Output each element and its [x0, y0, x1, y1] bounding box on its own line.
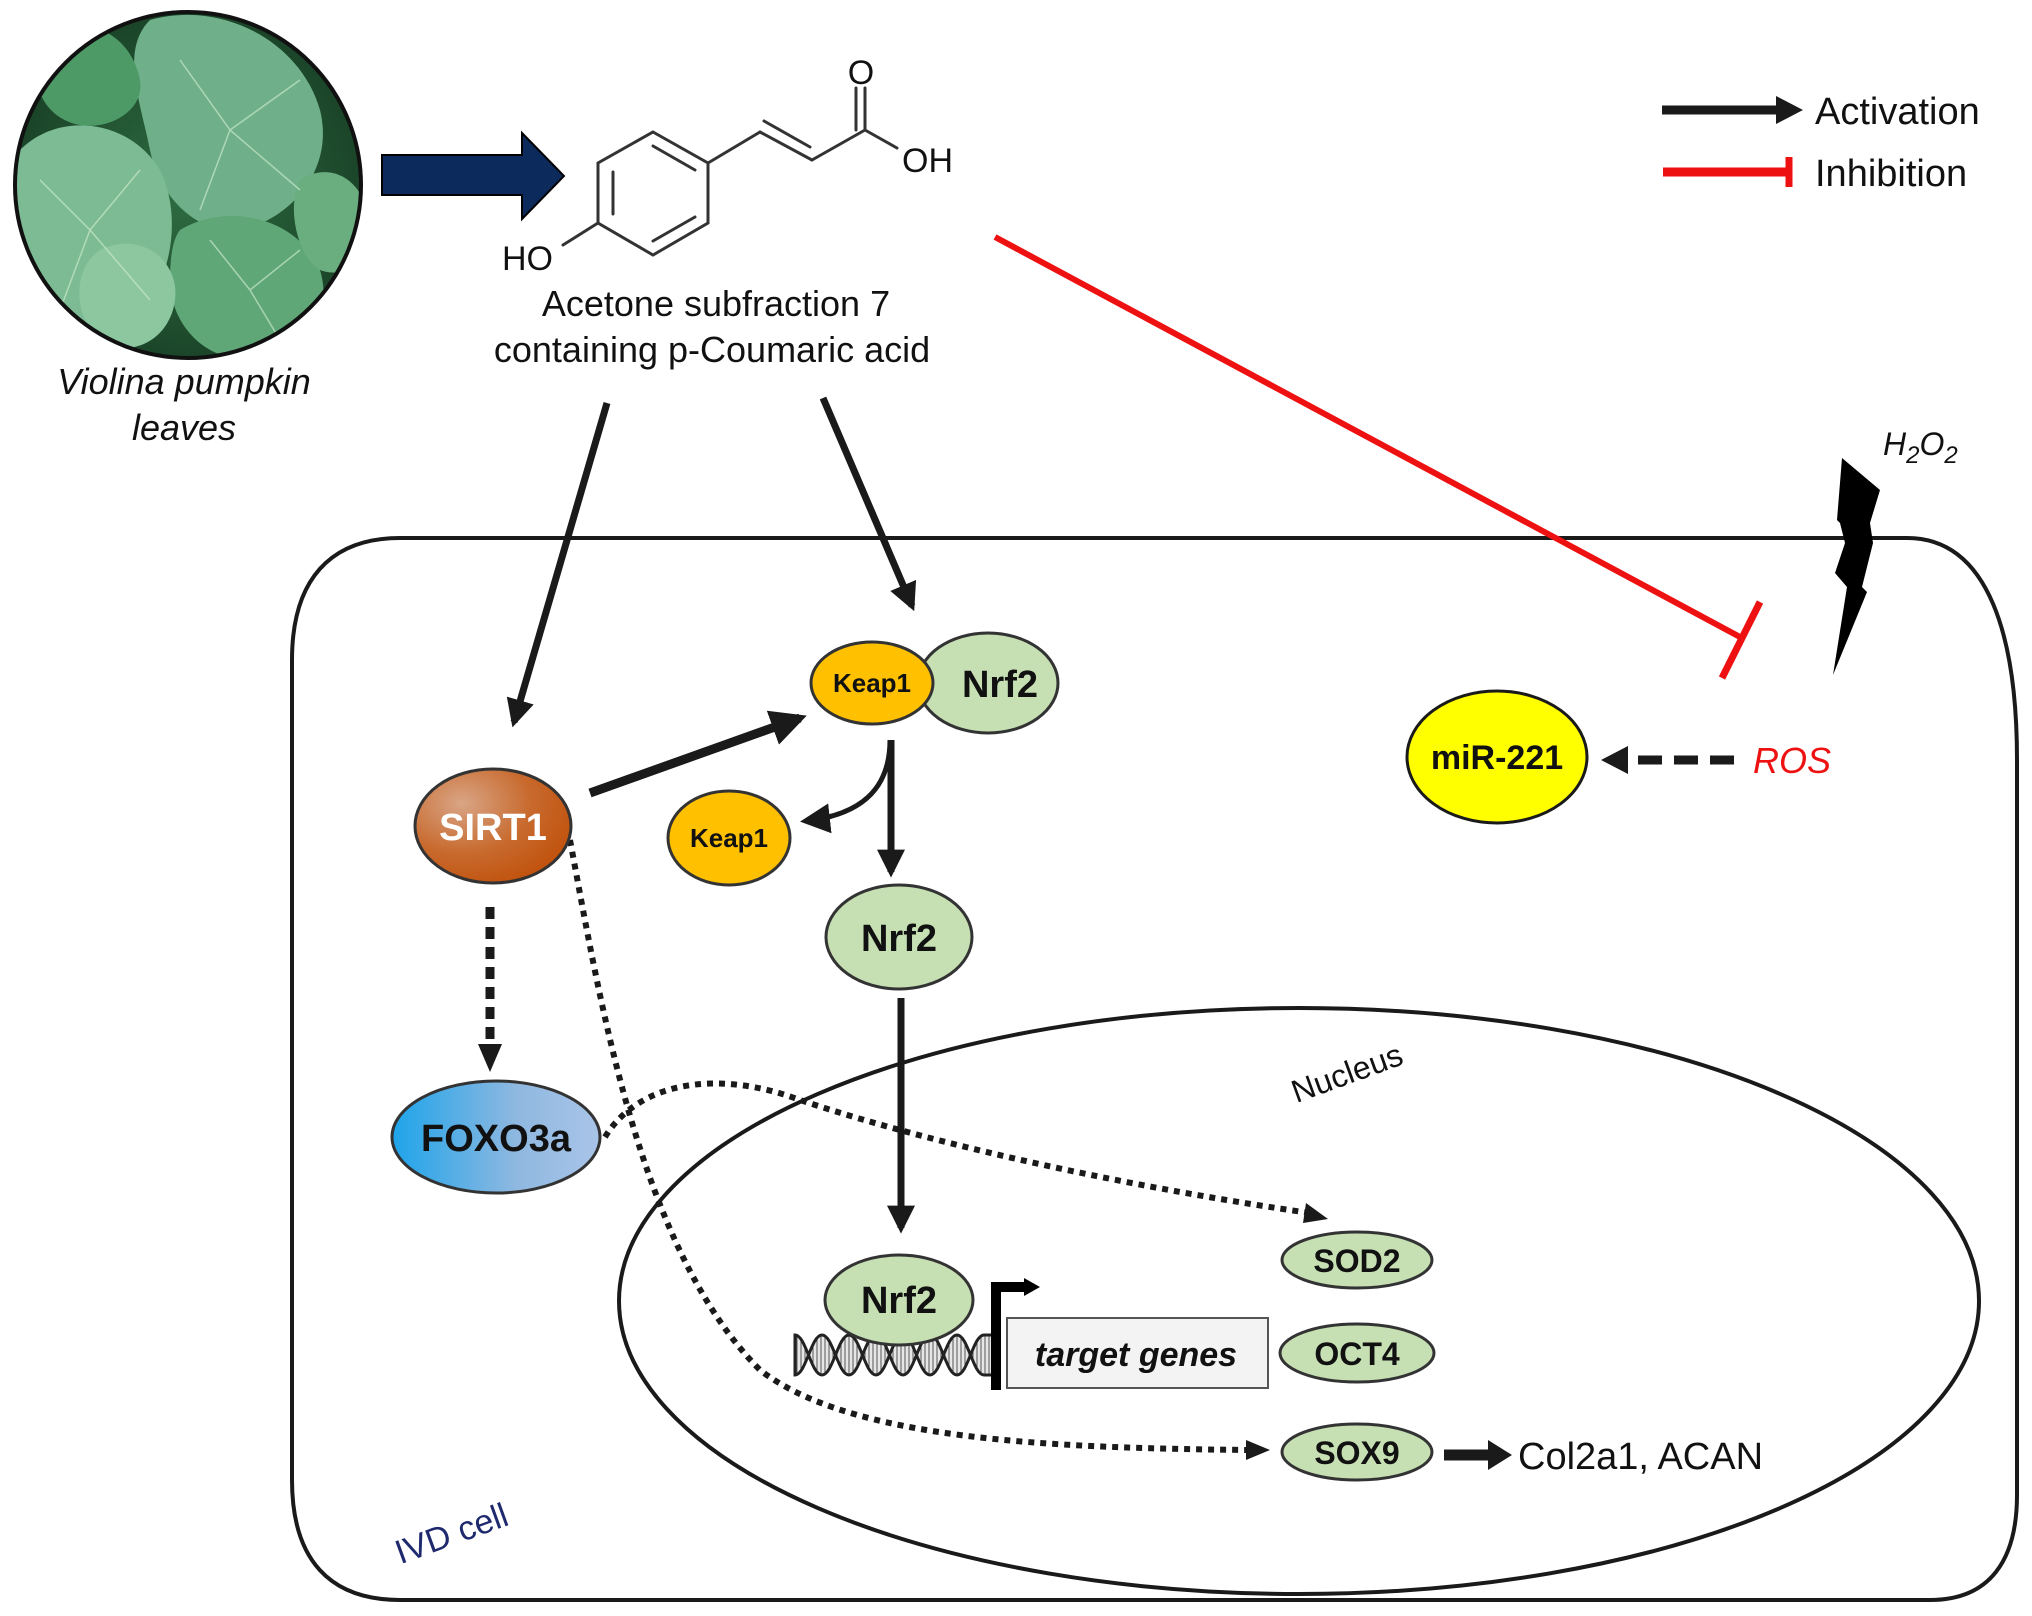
nucleus-membrane: [617, 1006, 1981, 1596]
sirt1-to-sox9-dotted-arrow: [567, 839, 1251, 1453]
sox9-targets-arrowhead-icon: [1488, 1440, 1512, 1470]
legend-activation-arrowhead-icon: [1776, 96, 1803, 124]
keap1-bound-label: Keap1: [833, 668, 911, 698]
h2o2-label: H2O2: [1883, 426, 1958, 469]
lightning-bolt-icon: [1833, 458, 1880, 675]
sod2-arrowhead-icon: [1303, 1203, 1328, 1223]
nucleus-label: Nucleus: [1287, 1036, 1408, 1109]
target-genes-label: target genes: [1035, 1336, 1237, 1374]
target-genes-box: [1006, 1317, 1269, 1389]
keap1-free-label: Keap1: [690, 823, 768, 853]
extraction-arrow-icon: [381, 130, 566, 222]
ros-arrowhead-icon: [1601, 746, 1628, 774]
sox9-arrowhead-icon: [1246, 1440, 1270, 1460]
keap1-bound-node: [809, 640, 935, 726]
downstream-genes-label: Col2a1, ACAN: [1518, 1436, 1763, 1478]
oct4-label: OCT4: [1314, 1336, 1400, 1372]
sirt1-node: [413, 767, 573, 885]
oct4-node: [1278, 1322, 1436, 1384]
atom-oh-label: OH: [902, 142, 953, 180]
ros-label: ROS: [1753, 740, 1831, 781]
nrf2-nucleus-label: Nrf2: [861, 1280, 937, 1322]
sod2-node: [1280, 1230, 1434, 1290]
sirt1-label: SIRT1: [439, 807, 547, 849]
sirt1-to-complex-arrow: [588, 710, 807, 798]
source-caption-line2: leaves: [132, 407, 236, 448]
compound-caption-line2: containing p-Coumaric acid: [494, 329, 930, 370]
legend-activation-label: Activation: [1815, 91, 1980, 133]
promoter-arrowhead-icon: [1024, 1278, 1040, 1296]
ivd-cell-label: IVD cell: [390, 1496, 513, 1572]
nrf2-bound-label: Nrf2: [962, 664, 1038, 706]
source-caption-line1: Violina pumpkin: [57, 361, 311, 402]
nrf2-cytoplasm-node: [824, 883, 974, 991]
pumpkin-leaves-photo: [13, 10, 363, 360]
mir221-node: [1405, 689, 1589, 825]
atom-o-label: O: [848, 54, 874, 92]
foxo3a-label: FOXO3a: [421, 1118, 572, 1160]
foxo3a-arrowhead-icon: [478, 1044, 502, 1072]
promoter-arrow-icon: [991, 1282, 1026, 1390]
atom-ho-label: HO: [502, 240, 553, 278]
compound-to-keap1-nrf2-arrow: [819, 396, 917, 612]
ivd-cell-membrane: [290, 536, 2019, 1602]
keap1-free-node: [666, 789, 792, 887]
compound-to-sirt1-arrow: [506, 402, 611, 728]
legend: Activation Inhibition: [1662, 91, 1980, 195]
inhibition-bar-icon: [1718, 600, 1764, 680]
nrf2-nucleus-node: [823, 1253, 975, 1347]
keap1-release-arrow: [800, 739, 893, 834]
compound-caption-line1: Acetone subfraction 7: [542, 283, 890, 324]
nrf2-cytoplasm-label: Nrf2: [861, 918, 937, 960]
foxo3a-node: [390, 1079, 602, 1195]
sod2-label: SOD2: [1313, 1243, 1400, 1279]
inhibition-line: [993, 234, 1742, 640]
legend-inhibition-label: Inhibition: [1815, 153, 1967, 195]
mir221-label: miR-221: [1431, 739, 1563, 777]
foxo3a-to-sod2-dotted-arrow: [602, 1080, 1311, 1216]
sox9-label: SOX9: [1314, 1435, 1399, 1471]
sox9-node: [1280, 1422, 1434, 1482]
p-coumaric-acid-structure: [561, 86, 899, 257]
